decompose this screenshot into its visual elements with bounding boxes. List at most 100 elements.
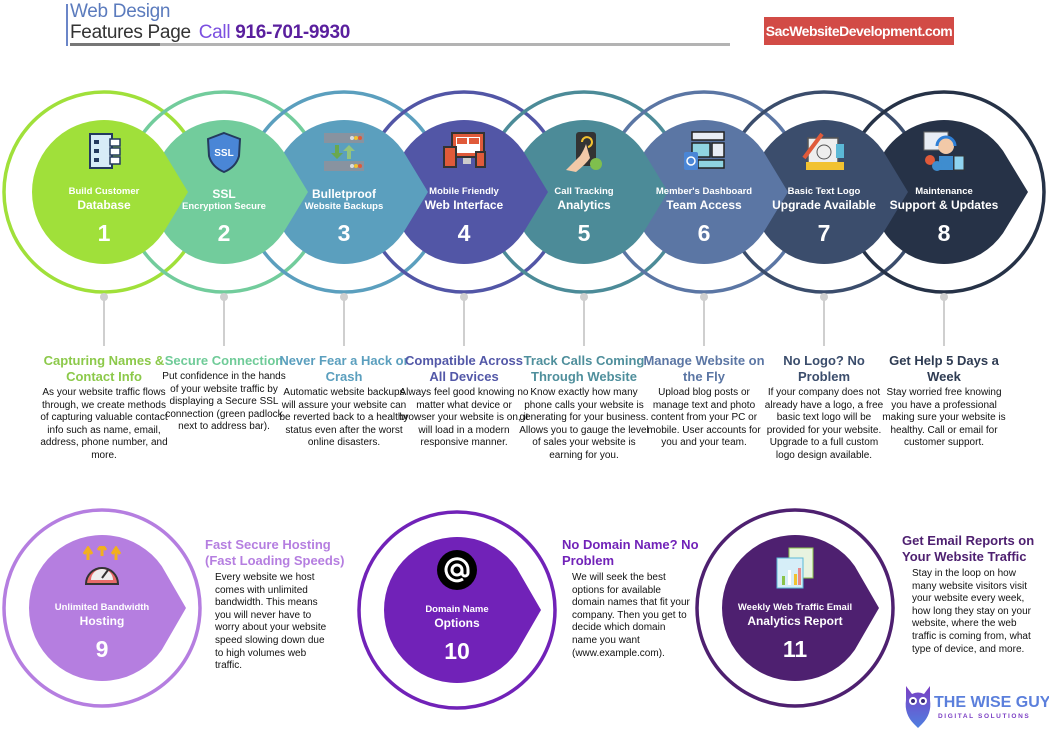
feature-label-line2: Web Interface xyxy=(424,198,504,212)
feature-body: We will seek the best options for availa… xyxy=(572,572,690,659)
analytics-report-icon xyxy=(776,547,814,589)
feature-label-line1: Domain Name xyxy=(425,604,489,615)
feature-badge xyxy=(152,120,308,264)
feature-heading: Capturing Names & Contact Info xyxy=(43,353,165,384)
feature-body: Stay worried free knowing you have a pro… xyxy=(882,387,1006,449)
feature-number: 1 xyxy=(97,220,111,246)
feature-badge xyxy=(384,537,541,683)
feature-badge xyxy=(392,120,548,264)
connector-stem xyxy=(100,293,108,346)
connector-stem xyxy=(340,293,348,346)
feature-heading: Track Calls Coming Through Website xyxy=(523,353,645,384)
header-underline xyxy=(70,43,730,46)
feature-body: Upload blog posts or manage text and pho… xyxy=(647,387,761,449)
feature-label-line2: Website Backups xyxy=(304,201,384,212)
feature-body: Put confidence in the hands of your webs… xyxy=(162,371,286,433)
phone-tap-icon xyxy=(566,132,602,172)
feature-badge xyxy=(752,120,908,264)
feature-number: 9 xyxy=(95,636,109,662)
feature-label-line2: Database xyxy=(77,198,131,212)
feature-heading: Never Fear a Hack or Crash xyxy=(279,353,409,384)
header-title-line1: Web Design xyxy=(70,1,171,22)
connector-stem xyxy=(220,293,228,346)
ssl-shield-icon: SSL xyxy=(206,131,242,174)
feature-number: 8 xyxy=(937,220,951,246)
feature-badge xyxy=(722,535,879,681)
feature-ring xyxy=(357,510,557,710)
feature-label-line1: Bulletproof xyxy=(312,187,376,201)
owl-icon xyxy=(905,686,931,728)
feature-label-line1: Mobile Friendly xyxy=(429,186,499,197)
header-accent-line xyxy=(66,4,68,46)
header-features-page: Features Page xyxy=(70,22,191,43)
feature-label-line2: Encryption Secure xyxy=(182,201,266,212)
feature-label-line1: Basic Text Logo xyxy=(787,186,861,197)
connector-stem xyxy=(580,293,588,346)
feature-heading: Get Email Reports on Your Website Traffi… xyxy=(902,533,1035,564)
logo-tagline: DIGITAL SOLUTIONS xyxy=(938,713,1031,720)
feature-label-line2: Team Access xyxy=(666,198,742,212)
server-backup-icon xyxy=(324,133,364,171)
svg-text:SSL: SSL xyxy=(214,148,233,159)
feature-badge xyxy=(29,535,186,681)
responsive-devices-icon xyxy=(443,132,486,168)
feature-label-line1: Maintenance xyxy=(915,186,973,197)
feature-heading: Manage Website on the Fly xyxy=(643,353,765,384)
feature-body: Every website we host comes with unlimit… xyxy=(215,572,327,672)
connector-stem xyxy=(940,293,948,346)
feature-heading: Secure Connection xyxy=(164,353,284,368)
logo-name: THE WISE GUY xyxy=(934,694,1049,711)
feature-label-line1: Call Tracking xyxy=(554,186,614,197)
feature-label-line2: Analytics Report xyxy=(747,614,843,628)
connector-stem xyxy=(820,293,828,346)
wise-guy-logo: THE WISE GUY DIGITAL SOLUTIONS xyxy=(900,684,1049,728)
feature-number: 11 xyxy=(782,636,808,662)
call-label: Call xyxy=(198,22,231,43)
feature-badge xyxy=(32,120,188,264)
feature-heading: Compatible Across All Devices xyxy=(405,353,523,384)
feature-body: Automatic website backups will assure yo… xyxy=(279,387,409,449)
feature-heading: No Logo? No Problem xyxy=(783,353,865,384)
feature-label-line2: Hosting xyxy=(79,614,125,628)
feature-body: As your website traffic flows through, w… xyxy=(40,387,168,461)
feature-heading: Get Help 5 Days a Week xyxy=(889,353,999,384)
feature-label-line2: Support & Updates xyxy=(889,198,999,212)
database-form-icon xyxy=(89,133,121,169)
feature-label-line2: Options xyxy=(434,616,480,630)
phone-number[interactable]: 916-701-9930 xyxy=(235,22,350,43)
feature-body: If your company does not already have a … xyxy=(764,387,884,461)
header-title-line2: Features Page Call 916-701-9930 xyxy=(70,22,350,44)
feature-number: 6 xyxy=(697,220,711,246)
feature-label-line1: Weekly Web Traffic Email xyxy=(737,602,853,613)
feature-number: 3 xyxy=(337,220,351,246)
feature-label-line1: SSL xyxy=(212,187,236,201)
feature-label-line1: Member's Dashboard xyxy=(655,186,753,197)
feature-body: Stay in the loop on how many website vis… xyxy=(912,568,1031,655)
feature-number: 2 xyxy=(217,220,231,246)
feature-body: Always feel good knowing no matter what … xyxy=(399,387,529,449)
feature-badge xyxy=(872,120,1028,264)
feature-ring xyxy=(2,508,202,708)
support-agent-icon xyxy=(923,131,965,171)
feature-description: Fast Secure Hosting (Fast Loading Speeds… xyxy=(205,537,365,673)
site-badge[interactable]: SacWebsiteDevelopment.com xyxy=(764,17,954,45)
feature-badge xyxy=(632,120,788,264)
connector-stem xyxy=(460,293,468,346)
